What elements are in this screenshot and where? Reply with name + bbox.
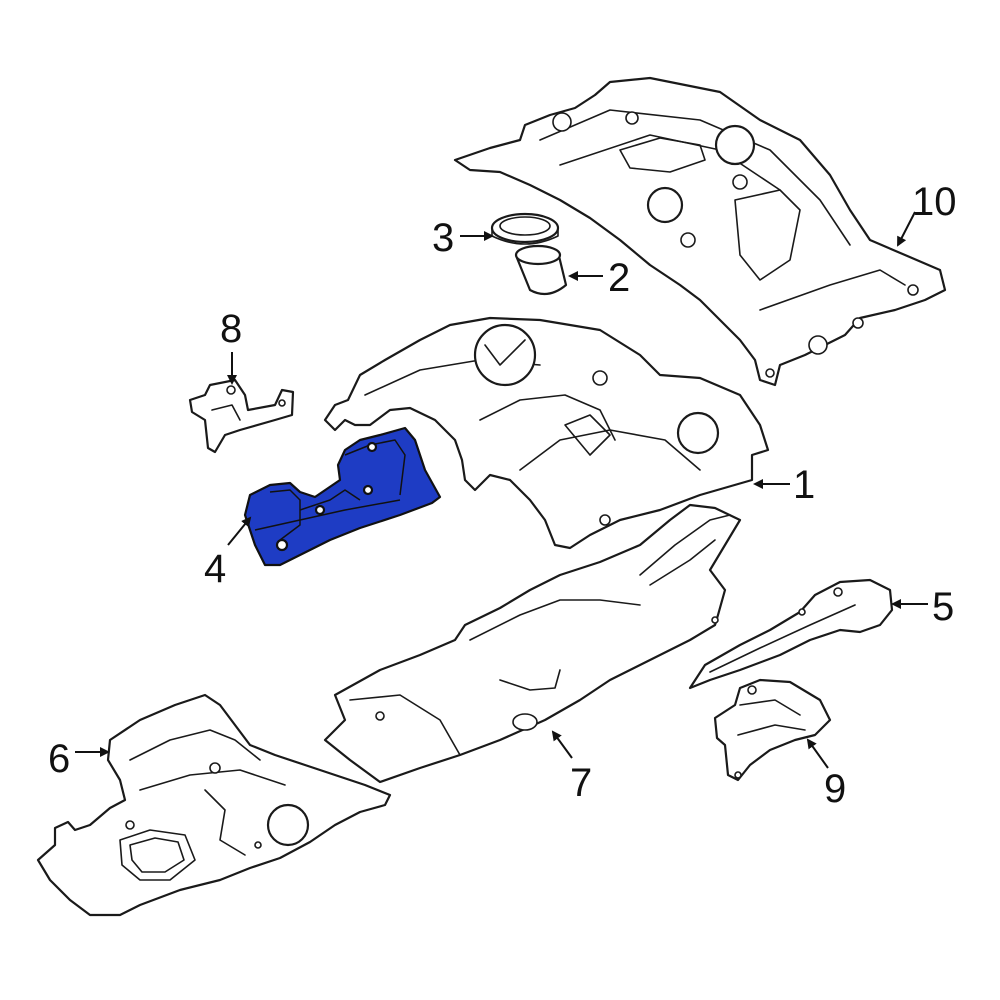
rear-shield-bolt-hole <box>852 317 864 329</box>
part-4-hole <box>275 538 289 552</box>
callout-4: 4 <box>204 547 226 591</box>
rear-shield-bolt-hole <box>625 111 639 125</box>
rear-shield-bolt-hole <box>680 232 696 248</box>
part-3-grommet[interactable] <box>490 212 560 245</box>
callout-leader-10 <box>897 211 916 247</box>
rear-shield-bolt-hole <box>732 174 748 190</box>
callout-10: 10 <box>912 180 957 224</box>
small-shield-hole <box>734 771 742 779</box>
rear-shield-bolt-hole <box>808 335 828 355</box>
part-9-small-shield[interactable] <box>713 678 832 782</box>
part-4-body <box>243 426 442 567</box>
bracket-hole <box>226 385 236 395</box>
small-shield-hole <box>747 685 757 695</box>
tunnel-shield-hole <box>798 608 806 616</box>
bracket-hole <box>278 399 286 407</box>
part-8-bracket[interactable] <box>188 378 295 454</box>
callout-9: 9 <box>824 767 846 811</box>
callout-7: 7 <box>570 761 592 805</box>
callout-leader-7 <box>551 730 573 759</box>
front-shield-port <box>266 803 310 847</box>
callout-leader-4 <box>227 516 252 546</box>
front-shield-hole <box>254 841 262 849</box>
rear-shield-bolt-hole <box>552 112 572 132</box>
callout-1: 1 <box>793 463 815 507</box>
front-shield-hole <box>209 762 221 774</box>
underbody-shield-hole <box>711 616 719 624</box>
part-4-hole <box>362 484 374 496</box>
part-4-hole <box>366 441 378 453</box>
callout-2: 2 <box>608 256 630 300</box>
callout-3: 3 <box>432 216 454 260</box>
manifold-shield-hole <box>599 514 611 526</box>
part-4-hole <box>314 504 326 516</box>
tunnel-shield-hole <box>833 587 843 597</box>
part-2-spacer-sleeve[interactable] <box>514 244 568 296</box>
part-7-underbody-heat-shield[interactable] <box>323 503 742 784</box>
callout-leader-9 <box>806 738 829 769</box>
rear-shield-bolt-hole <box>765 368 775 378</box>
manifold-shield-port <box>676 411 720 455</box>
callout-6: 6 <box>48 737 70 781</box>
rear-shield-bolt-hole <box>907 284 919 296</box>
part-6-front-underbody-shield[interactable] <box>36 693 392 917</box>
callout-8: 8 <box>220 307 242 351</box>
manifold-shield-hole <box>592 370 608 386</box>
callout-5: 5 <box>932 585 954 629</box>
part-4-heat-shield-highlighted[interactable] <box>243 426 442 567</box>
part-10-rear-heat-shield[interactable] <box>453 76 947 387</box>
part-1-manifold-heat-shield[interactable] <box>323 316 770 550</box>
rear-shield-dome <box>714 124 756 166</box>
rear-shield-dome <box>646 186 684 224</box>
manifold-shield-port <box>473 323 537 387</box>
underbody-shield-hole <box>512 713 538 731</box>
front-shield-hole <box>125 820 135 830</box>
underbody-shield-hole <box>375 711 385 721</box>
